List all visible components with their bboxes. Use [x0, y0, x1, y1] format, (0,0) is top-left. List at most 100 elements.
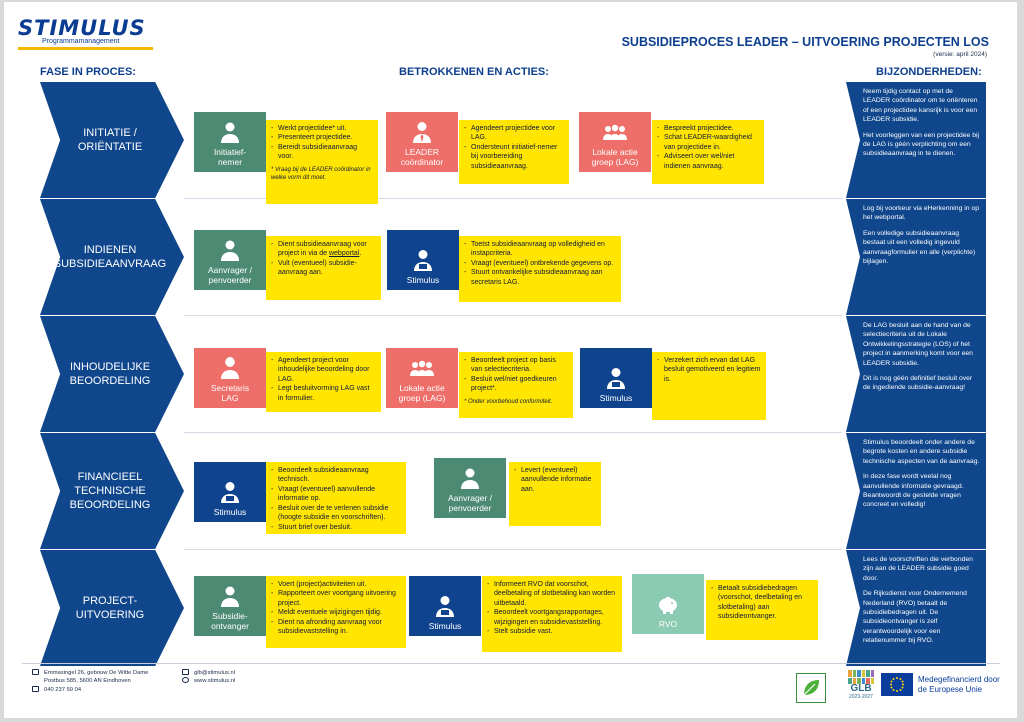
detail-paragraph: Stimulus beoordeelt onder andere de begr…: [863, 439, 980, 465]
phone-line: 040 237 59 04: [32, 685, 148, 694]
actor-label: Stimulus: [599, 392, 633, 403]
action-item: Agendeert projectidee voor LAG.: [464, 124, 564, 143]
action-note: Toetst subsidieaanvraag op volledigheid …: [459, 236, 621, 302]
details-inhoudelijke-beoordeling: De LAG besluit aan de hand van de select…: [846, 316, 986, 432]
actor-aanvrager: Aanvrager / penvoerder: [434, 458, 506, 518]
action-item: Presenteert projectidee.: [271, 133, 373, 143]
footer-contact: glb@stimulus.nl www.stimulus.nl: [182, 669, 235, 686]
eu-text-line: Medegefinancierd door: [918, 675, 1000, 684]
phase-initiatie: INITIATIE / ORIËNTATIE: [40, 82, 184, 198]
action-note: Verzekert zich ervan dat LAG besluit gem…: [652, 352, 766, 420]
action-item: Stelt subsidie vast.: [487, 627, 617, 637]
action-item: Dient na afronding aanvraag voor subsidi…: [271, 618, 401, 637]
details-projectuitvoering: Lees de voorschriften die verbonden zijn…: [846, 550, 986, 666]
actor-label: Stimulus: [406, 274, 440, 285]
eu-text-line: de Europese Unie: [918, 685, 983, 694]
phase-label: PROJECT- UITVOERING: [75, 594, 145, 621]
action-item: Beoordeelt project op basis van selectie…: [464, 356, 568, 375]
footnote: * Vraag bij de LEADER coördinator in wel…: [271, 166, 371, 181]
action-item: Beoordeelt voortgangsrapportages, wijzig…: [487, 608, 617, 627]
action-item: Bespreekt projectidee.: [657, 124, 759, 134]
leader-leaf-icon: [803, 680, 819, 696]
glb-cell: [870, 677, 874, 684]
glb-cell: [857, 670, 861, 677]
website-link[interactable]: www.stimulus.nl: [194, 678, 236, 685]
column-header-details: BIJZONDERHEDEN:: [876, 66, 982, 78]
action-note: Betaalt subsidiebedragen (voorschot, dee…: [706, 580, 818, 640]
coordinator-icon: [413, 121, 431, 143]
action-item: Besluit over de te verlenen subsidie (ho…: [271, 504, 401, 523]
detail-paragraph: Dit is nog géén definitief besluit over …: [863, 374, 973, 392]
action-item: Besluit wel/niet goedkeuren project*.: [464, 375, 568, 394]
actor-aanvrager: Aanvrager / penvoerder: [194, 230, 266, 290]
eu-stars-icon: [890, 677, 904, 692]
action-item: Vraagt (eventueel) ontbrekende gegevens …: [464, 259, 616, 269]
actor-stimulus: Stimulus: [194, 462, 266, 522]
action-item: Voert (project)activiteiten uit.: [271, 580, 401, 590]
stimulus-worker-icon: [436, 595, 454, 617]
action-note: Dient subsidieaanvraag voor project in v…: [266, 236, 381, 300]
phase-projectuitvoering: PROJECT- UITVOERING: [40, 550, 184, 666]
actor-label: Stimulus: [213, 506, 247, 517]
action-item: Werkt projectidee* uit.: [271, 124, 373, 134]
address-line: Postbus 585, 5600 AN Eindhoven: [32, 677, 148, 685]
detail-paragraph: Beantwoordt de gestelde vragen concreet …: [863, 491, 961, 509]
action-note: Informeert RVO dat voorschot, deelbetali…: [482, 576, 622, 652]
logo-underline: [18, 47, 153, 50]
actor-label: Lokale actie groep (LAG): [591, 146, 639, 167]
row-divider: [184, 432, 842, 433]
mail-icon: [182, 669, 189, 675]
actor-label: Subsidie- ontvanger: [211, 610, 249, 631]
detail-paragraph: Het voorleggen van een projectidee bij d…: [863, 131, 980, 158]
row-divider: [184, 549, 842, 550]
action-item: Dient subsidieaanvraag voor project in v…: [271, 240, 376, 259]
glb-cell: [866, 677, 870, 684]
glb-cell: [852, 670, 856, 677]
group-icon: [410, 360, 434, 376]
address-line: Emmasingel 26, gebouw De Witte Dame: [32, 669, 148, 677]
stimulus-worker-icon: [414, 249, 432, 271]
phase-label: INHOUDELIJKE BEOORDELING: [69, 360, 151, 387]
detail-paragraph: De Rijksdienst voor Ondernemend Nederlan…: [863, 590, 967, 644]
actor-label: LEADER coördinator: [400, 146, 444, 167]
globe-icon: [182, 677, 189, 684]
detail-paragraph: In deze fase wordt veelal nog aanvullend…: [863, 473, 964, 490]
detail-paragraph: Een volledige subsidieaanvraag bestaat u…: [863, 229, 976, 265]
row-divider: [184, 198, 842, 199]
action-item: Meldt eventuele wijzigingen tijdig.: [271, 608, 401, 618]
action-item: Betaalt subsidiebedragen (voorschot, dee…: [711, 584, 813, 622]
glb-cell: [861, 670, 865, 677]
action-item: Levert (eventueel) aanvullende informati…: [514, 466, 596, 494]
action-note: Bespreekt projectidee. Schat LEADER-waar…: [652, 120, 764, 184]
phase-inhoudelijke-beoordeling: INHOUDELIJKE BEOORDELING: [40, 316, 184, 432]
webportal-link[interactable]: webportal: [328, 250, 360, 258]
secretary-icon: [221, 356, 239, 379]
action-item: Beoordeelt subsidieaanvraag technisch.: [271, 466, 401, 485]
action-item: Vraagt (eventueel) aanvullende informati…: [271, 485, 401, 504]
action-note: Levert (eventueel) aanvullende informati…: [509, 462, 601, 526]
glb-text: GLB: [850, 683, 872, 694]
action-item: Vult (eventueel) subsidie-aanvraag aan.: [271, 259, 376, 278]
phone-icon: [32, 685, 39, 692]
address-text: Emmasingel 26, gebouw De Witte Dame: [44, 670, 149, 676]
group-icon: [603, 124, 627, 140]
action-note: Beoordeelt project op basis van selectie…: [459, 352, 573, 418]
process-page: STIMULUS Programmamanagement SUBSIDIEPRO…: [4, 2, 1017, 718]
action-item: Legt besluitvorming LAG vast in formulie…: [271, 384, 376, 403]
actor-label: RVO: [658, 618, 678, 629]
phase-indienen: INDIENEN SUBSIDIEAANVRAAG: [40, 199, 184, 315]
actor-lag: Lokale actie groep (LAG): [579, 112, 651, 172]
stimulus-logo[interactable]: STIMULUS Programmamanagement: [18, 16, 153, 50]
action-note: Voert (project)activiteiten uit. Rapport…: [266, 576, 406, 648]
detail-paragraph: Log bij voorkeur via eHerkenning in op h…: [863, 205, 979, 222]
phase-label: FINANCIEEL TECHNISCHE BEOORDELING: [69, 470, 151, 512]
actor-rvo: RVO: [632, 574, 704, 634]
actor-stimulus: Stimulus: [580, 348, 652, 408]
actor-label: Stimulus: [428, 620, 462, 631]
actor-leader-coordinator: LEADER coördinator: [386, 112, 458, 172]
phone-text[interactable]: 040 237 59 04: [44, 686, 82, 693]
action-note: Beoordeelt subsidieaanvraag technisch. V…: [266, 462, 406, 534]
email-link[interactable]: glb@stimulus.nl: [194, 670, 236, 676]
actor-subsidieontvanger: Subsidie- ontvanger: [194, 576, 266, 636]
eu-funding-text: Medegefinancierd door de Europese Unie: [918, 675, 1000, 695]
